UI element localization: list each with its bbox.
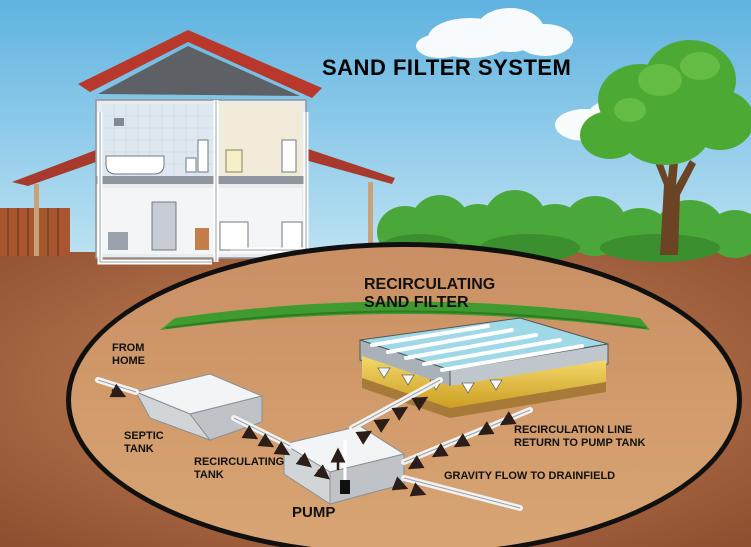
recirculating-tank-label-line1: RECIRCULATING xyxy=(194,456,285,468)
house-roof xyxy=(78,30,322,98)
recirculation-line-label-line1: RECIRCULATION LINE xyxy=(514,424,633,436)
septic-tank-label: SEPTIC TANK xyxy=(124,430,164,455)
from-home-label-line2: HOME xyxy=(112,354,145,367)
tree xyxy=(580,40,751,255)
sand-filter-label-line2: SAND FILTER xyxy=(364,294,469,312)
refrigerator xyxy=(151,201,177,251)
pump-label: PUMP xyxy=(292,504,336,521)
bathtub xyxy=(105,155,165,175)
porch-roof-left xyxy=(12,150,96,186)
recirculation-line-label: RECIRCULATION LINE RETURN TO PUMP TANK xyxy=(514,424,645,449)
recirculating-tank-label: RECIRCULATING TANK xyxy=(194,456,284,481)
flow-arrows xyxy=(109,383,517,497)
recirculating-tank-label-line2: TANK xyxy=(194,468,224,481)
cloud xyxy=(416,8,573,58)
porch-roof-right xyxy=(305,148,395,184)
sand-filter-label-line1: RECIRCULATING xyxy=(364,276,496,293)
recirculating-tank xyxy=(282,425,406,505)
from-home-label-line1: FROM xyxy=(112,342,145,354)
recirculation-line-label-line2: RETURN TO PUMP TANK xyxy=(514,436,646,449)
sand-filter-label: RECIRCULATING SAND FILTER xyxy=(364,276,495,313)
septic-tank-label-line1: SEPTIC xyxy=(124,430,164,442)
diagram-title: SAND FILTER SYSTEM xyxy=(322,55,572,80)
gravity-flow-label: GRAVITY FLOW TO DRAINFIELD xyxy=(444,470,616,482)
septic-tank xyxy=(134,373,264,442)
distribution-pipes xyxy=(370,324,584,372)
from-home-label: FROM HOME xyxy=(112,342,145,367)
septic-tank-label-line2: TANK xyxy=(124,442,154,455)
